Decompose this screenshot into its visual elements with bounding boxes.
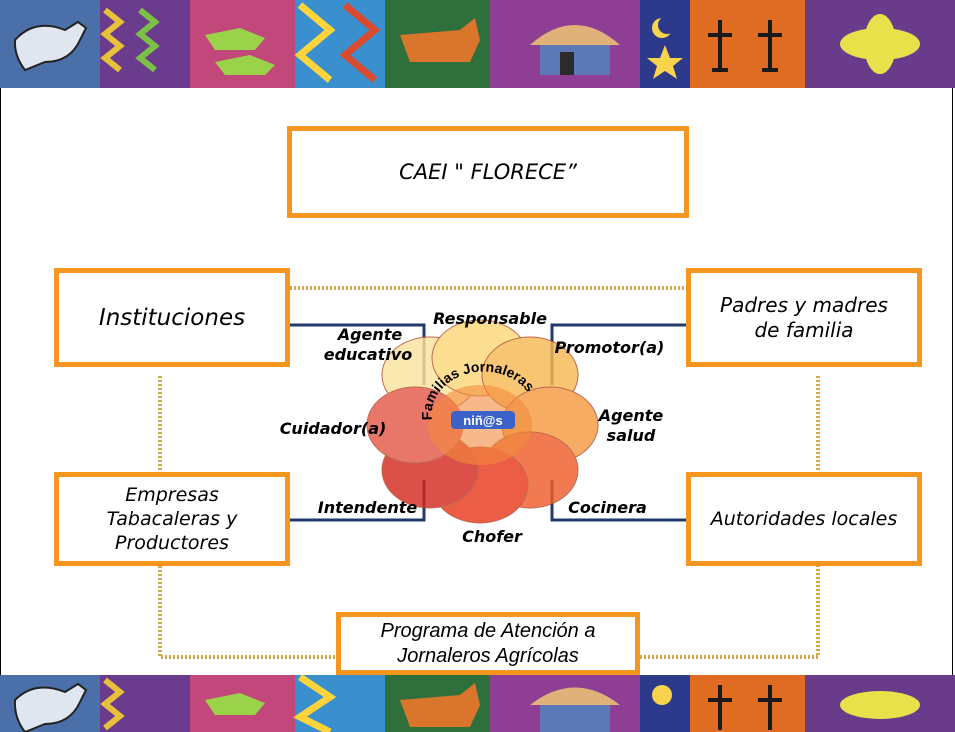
role-responsable: Responsable [433,309,547,328]
page-title: CAEI " FLORECE” [399,160,577,184]
bottom-decorative-banner [0,675,955,732]
top-decorative-banner [0,0,955,88]
empresas-label-line3: Productores [115,532,229,554]
title-box: CAEI " FLORECE” [287,126,689,218]
role-chofer: Chofer [462,527,522,546]
empresas-box: Empresas Tabacaleras y Productores [54,472,290,566]
zigzag-panel [100,0,190,88]
role-agente-educativo-line1: Agente [337,325,403,344]
padres-label-line2: de familia [754,317,854,342]
role-promotor: Promotor(a) [554,338,665,357]
flower-icon [805,0,955,88]
padres-box: Padres y madres de familia [686,268,922,367]
empresas-label-line1: Empresas [125,484,219,506]
programa-label-line2: Jornaleros Agrícolas [397,644,579,667]
hut-icon [490,0,640,88]
moon-star-icon [640,0,690,88]
role-agente-educativo-line2: educativo [323,345,413,364]
stripe-panel [294,0,385,88]
programa-label-line1: Programa de Atención a [380,619,596,642]
bull-icon [385,0,490,88]
role-agente-salud-line1: Agente [598,406,664,425]
ninos-badge [451,411,515,429]
instituciones-box: Instituciones [54,268,290,367]
dotted-frame [158,286,820,659]
role-cocinera: Cocinera [568,498,647,517]
instituciones-label: Instituciones [98,304,246,331]
role-cuidador: Cuidador(a) [279,419,387,438]
autoridades-box: Autoridades locales [686,472,922,566]
padres-label-line1: Padres y madres [720,292,888,317]
role-intendente: Intendente [317,498,418,517]
goat-icon [0,0,100,88]
dancers-icon [690,0,805,88]
programa-box: Programa de Atención a Jornaleros Agríco… [336,612,640,675]
role-agente-salud-line2: salud [606,426,656,445]
autoridades-label: Autoridades locales [710,508,898,530]
ninos-badge-label: niñ@s [463,413,502,428]
antelopes-icon [190,0,295,88]
empresas-label-line2: Tabacaleras y [106,508,238,530]
